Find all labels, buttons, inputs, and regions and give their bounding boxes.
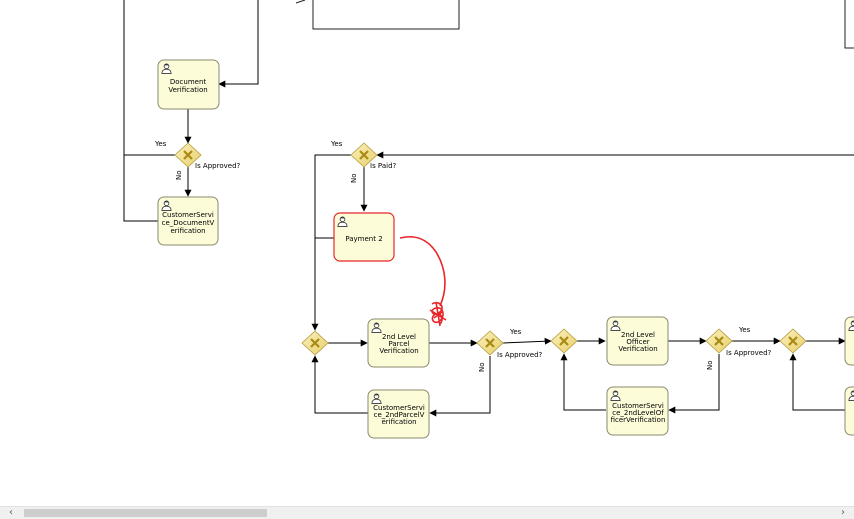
task-label-line: ce_2ndLevelOf [612,409,664,417]
exclusive-x-icon [485,338,495,348]
edge-label-yes: Yes [738,326,751,334]
task-label-line: Verification [168,86,207,94]
task-2nd-level-parcel-verification[interactable]: 2nd Level Parcel Verification [367,318,430,368]
task-payment-2[interactable]: Payment 2 [333,212,395,262]
bpmn-diagram: Yes Yes Yes Yes No No No No Document Ver… [123,0,854,439]
task-partial-right-bottom[interactable] [844,386,854,436]
task-label-line: Officer [626,338,649,346]
partial-shape-top-right [844,0,854,49]
task-label-line: ce_DocumentV [162,219,215,227]
edge-cs-parcel-loop [311,355,368,414]
edge-gateway2-yes [502,337,552,345]
edge-to-document-verification [218,0,259,88]
exclusive-x-icon [559,336,569,346]
gateway-merge-3[interactable] [779,328,807,354]
task-label-line: Parcel [388,340,409,348]
exclusive-x-icon [359,150,369,160]
edge-label-no: No [478,362,486,372]
task-partial-right-top[interactable] [844,316,854,366]
gateway-label: Is Approved? [195,162,241,170]
gateway-label: Is Paid? [370,162,397,170]
process-diagram-canvas[interactable]: Yes Yes Yes Yes No No No No Document Ver… [0,0,854,506]
task-2nd-level-officer-verification[interactable]: 2nd Level Officer Verification [606,316,669,366]
partial-task-top[interactable] [312,0,460,30]
red-annotation-scribble [399,236,447,327]
edge-cs-officer-loop [560,353,606,411]
edge-label-yes: Yes [509,328,522,336]
gateway-merge-1[interactable] [301,330,329,356]
task-label-line: CustomerServi [612,402,664,410]
exclusive-x-icon [310,338,320,348]
scroll-left-arrow[interactable]: ‹ [9,507,13,518]
exclusive-x-icon [183,150,193,160]
edge-gateway2-no [429,356,491,417]
gateway-is-approved-2[interactable] [476,330,504,356]
edge-is-paid-yes [311,154,352,331]
partial-edge-top [295,0,306,4]
edge-right-loop [789,353,845,411]
task-label-line: erification [170,227,205,235]
task-cs-document-verification[interactable]: CustomerServi ce_DocumentV erification [157,196,219,246]
task-document-verification[interactable]: Document Verification [157,59,220,110]
task-label-line: CustomerServi [162,211,214,219]
edge-gateway3-no [668,354,720,414]
gateway-is-approved-1[interactable] [174,142,202,168]
scroll-thumb[interactable] [24,509,267,517]
task-cs-2nd-parcel-verification[interactable]: CustomerServi ce_2ndParcelV erification [367,389,430,439]
task-label-line: CustomerServi [373,404,425,412]
task-label-line: ce_2ndParcelV [374,411,425,419]
task-label-line: ficerVerification [611,416,666,424]
edge-label-no: No [175,170,183,180]
task-label-line: 2nd Level [621,331,655,339]
task-label-line: Verification [379,347,418,355]
gateway-is-paid[interactable] [350,142,378,168]
task-label-line: Verification [618,345,657,353]
task-label-line: Payment 2 [345,235,382,243]
horizontal-scrollbar[interactable]: ‹ › [0,506,854,519]
edge-label-no: No [706,360,714,370]
task-label-line: 2nd Level [382,333,416,341]
connectors [123,0,854,417]
scroll-right-arrow[interactable]: › [841,507,845,518]
edge-label-yes: Yes [154,140,167,148]
gateway-label: Is Approved? [726,349,772,357]
edge-cs-doc-loop [123,155,158,222]
task-label-line: Document [170,78,207,86]
edge-label-yes: Yes [330,140,343,148]
task-label-line: erification [381,418,416,426]
edge-label-no: No [350,173,358,183]
exclusive-x-icon [714,336,724,346]
gateway-merge-2[interactable] [550,328,578,354]
exclusive-x-icon [788,336,798,346]
gateway-label: Is Approved? [497,351,543,359]
gateway-is-approved-3[interactable] [705,328,733,354]
task-cs-2nd-level-officer-verification[interactable]: CustomerServi ce_2ndLevelOf ficerVerific… [606,386,669,436]
